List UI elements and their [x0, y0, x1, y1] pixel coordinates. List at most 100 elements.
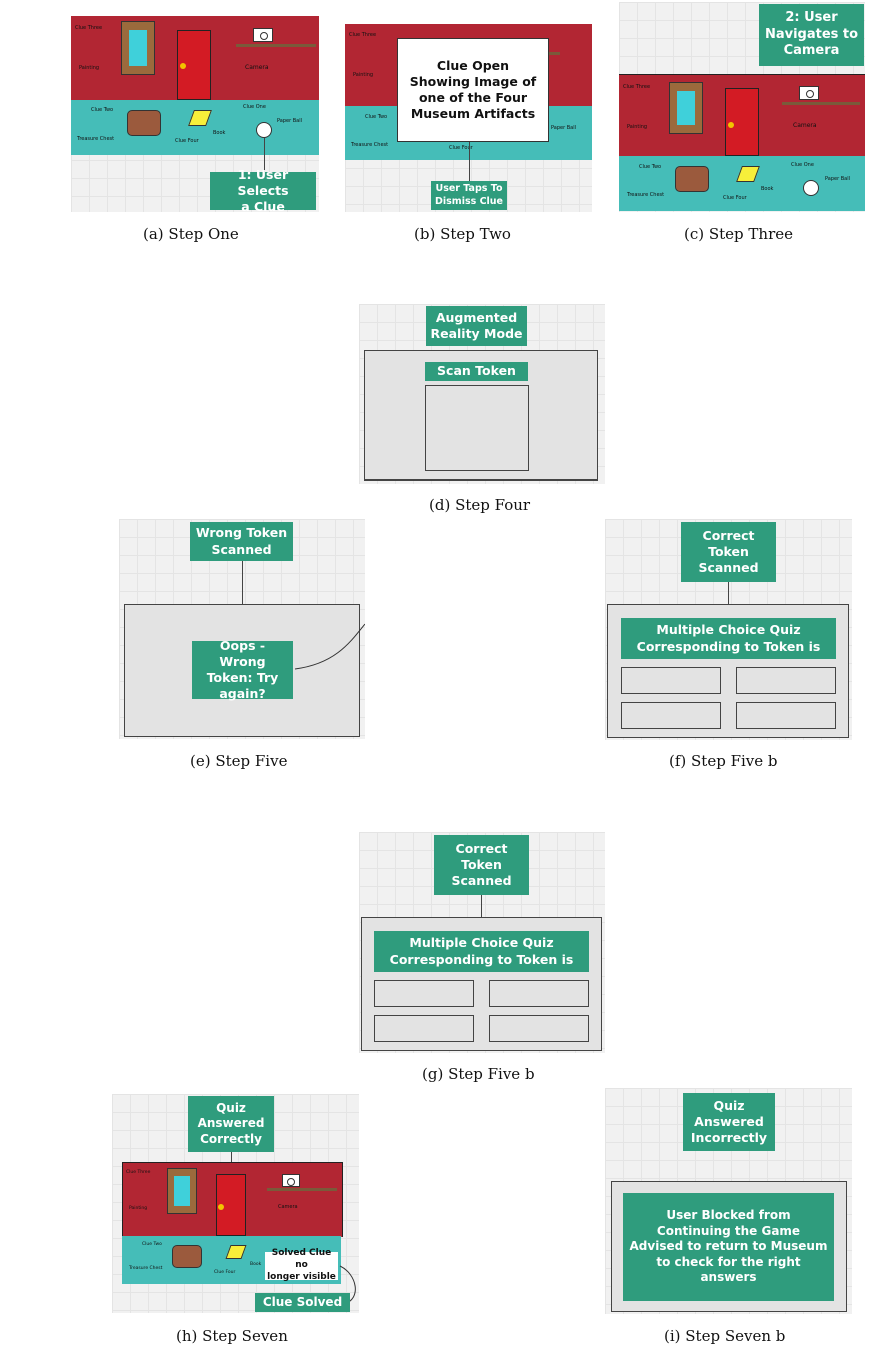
- quiz-title: Multiple Choice Quiz Corresponding to To…: [374, 931, 589, 972]
- connector-line: [242, 561, 243, 604]
- label-paper-ball: Paper Ball: [825, 176, 851, 182]
- header-quiz-answered-correctly: Quiz Answered Correctly: [188, 1096, 274, 1152]
- caption-a: (a) Step One: [143, 225, 239, 243]
- door-knob: [180, 63, 186, 69]
- caption-d: (d) Step Four: [429, 496, 531, 514]
- connector-curve: [294, 623, 365, 670]
- scan-viewfinder[interactable]: [425, 385, 529, 471]
- label-paper-ball: Paper Ball: [551, 125, 577, 131]
- label-treasure-chest: Treasure Chest: [129, 1266, 163, 1271]
- label-clue-one: Clue One: [243, 104, 266, 110]
- panel-step-five-b-2: Correct Token Scanned Multiple Choice Qu…: [359, 832, 605, 1053]
- treasure-chest-icon[interactable]: [127, 110, 161, 136]
- label-book: Book: [213, 130, 226, 136]
- label-clue-four: Clue Four: [175, 138, 199, 144]
- label-clue-three: Clue Three: [126, 1170, 151, 1175]
- header-correct-token: Correct Token Scanned: [434, 835, 529, 895]
- connector-curve: [339, 1265, 356, 1305]
- quiz-title: Multiple Choice Quiz Corresponding to To…: [621, 618, 836, 659]
- connector-line: [469, 142, 470, 182]
- connector-line: [728, 582, 729, 604]
- solved-clue-note: Solved Clue no longer visible: [265, 1248, 338, 1282]
- camera-shelf: [782, 102, 860, 105]
- caption-i: (i) Step Seven b: [664, 1327, 786, 1345]
- quiz-option-1[interactable]: [374, 980, 474, 1007]
- camera-shelf: [267, 1188, 337, 1191]
- caption-f: (f) Step Five b: [669, 752, 778, 770]
- caption-c: (c) Step Three: [684, 225, 794, 243]
- label-clue-two: Clue Two: [91, 107, 114, 113]
- label-painting: Painting: [129, 1206, 148, 1211]
- label-treasure-chest: Treasure Chest: [77, 136, 115, 142]
- callout-clue-solved: Clue Solved: [255, 1293, 350, 1312]
- label-clue-two: Clue Two: [142, 1242, 162, 1247]
- message-user-blocked: User Blocked from Continuing the Game Ad…: [623, 1193, 834, 1301]
- connector-line: [231, 1152, 232, 1162]
- camera-shelf: [540, 52, 560, 55]
- quiz-option-4[interactable]: [489, 1015, 589, 1042]
- label-treasure-chest: Treasure Chest: [627, 192, 665, 198]
- quiz-option-2[interactable]: [489, 980, 589, 1007]
- quiz-option-2[interactable]: [736, 667, 836, 694]
- label-camera: Camera: [245, 64, 269, 71]
- label-clue-three: Clue Three: [75, 25, 103, 31]
- quiz-option-4[interactable]: [736, 702, 836, 729]
- panel-step-two: Clue Three Painting Clue Two Treasure Ch…: [345, 24, 592, 212]
- label-clue-four: Clue Four: [449, 145, 473, 151]
- treasure-chest-icon[interactable]: [172, 1245, 202, 1268]
- connector-line: [264, 138, 265, 172]
- label-treasure-chest: Treasure Chest: [351, 142, 389, 148]
- label-clue-two: Clue Two: [365, 114, 388, 120]
- treasure-chest-icon[interactable]: [675, 166, 709, 192]
- label-book: Book: [761, 186, 774, 192]
- connector-line: [481, 895, 482, 917]
- panel-step-three: 2: User Navigates to Camera Clue Three P…: [619, 2, 865, 212]
- clue-popup[interactable]: Clue Open Showing Image of one of the Fo…: [397, 38, 549, 142]
- callout-user-navigates-camera: 2: User Navigates to Camera: [759, 4, 864, 66]
- label-painting: Painting: [353, 72, 374, 78]
- header-wrong-token: Wrong Token Scanned: [190, 522, 293, 561]
- message-wrong-token[interactable]: Oops - Wrong Token: Try again?: [192, 638, 293, 701]
- callout-user-selects-clue: 1: User Selects a Clue: [210, 167, 316, 212]
- panel-step-five: Wrong Token Scanned Oops - Wrong Token: …: [119, 519, 365, 739]
- caption-g: (g) Step Five b: [422, 1065, 535, 1083]
- label-painting: Painting: [79, 65, 100, 71]
- panel-step-four: Augmented Reality Mode Scan Token: [359, 304, 605, 484]
- label-clue-four: Clue Four: [214, 1270, 236, 1275]
- panel-step-five-b: Correct Token Scanned Multiple Choice Qu…: [605, 519, 852, 740]
- caption-h: (h) Step Seven: [176, 1327, 288, 1345]
- painting-clue-three[interactable]: [121, 21, 155, 75]
- header-augmented-reality-mode: Augmented Reality Mode: [426, 306, 527, 346]
- panel-step-one: Clue Three Painting Camera Clue Two Trea…: [71, 16, 319, 212]
- header-correct-token: Correct Token Scanned: [681, 522, 776, 582]
- scan-token-label: Scan Token: [425, 362, 528, 381]
- callout-user-taps-dismiss: User Taps To Dismiss Clue: [431, 181, 507, 210]
- door-knob: [218, 1204, 224, 1210]
- camera-shelf: [236, 44, 316, 47]
- door-knob: [728, 122, 734, 128]
- camera-icon[interactable]: [799, 86, 819, 100]
- quiz-option-1[interactable]: [621, 667, 721, 694]
- label-painting: Painting: [627, 124, 648, 130]
- label-clue-three: Clue Three: [349, 32, 377, 38]
- label-clue-four: Clue Four: [723, 195, 747, 201]
- header-quiz-answered-incorrectly: Quiz Answered Incorrectly: [683, 1093, 775, 1151]
- paper-ball-icon[interactable]: [256, 122, 272, 138]
- label-clue-one: Clue One: [791, 162, 814, 168]
- label-paper-ball: Paper Ball: [277, 118, 303, 124]
- panel-step-seven-b: Quiz Answered Incorrectly User Blocked f…: [605, 1088, 852, 1314]
- quiz-option-3[interactable]: [374, 1015, 474, 1042]
- camera-icon[interactable]: [282, 1174, 300, 1187]
- painting-clue-three[interactable]: [669, 82, 703, 134]
- label-clue-two: Clue Two: [639, 164, 662, 170]
- camera-icon[interactable]: [253, 28, 273, 42]
- room-floor: [71, 100, 319, 155]
- painting-clue-three[interactable]: [167, 1168, 197, 1214]
- room-floor: [619, 156, 865, 211]
- label-camera: Camera: [793, 122, 817, 129]
- quiz-option-3[interactable]: [621, 702, 721, 729]
- label-book: Book: [250, 1262, 262, 1267]
- paper-ball-icon[interactable]: [803, 180, 819, 196]
- caption-e: (e) Step Five: [190, 752, 288, 770]
- caption-b: (b) Step Two: [414, 225, 511, 243]
